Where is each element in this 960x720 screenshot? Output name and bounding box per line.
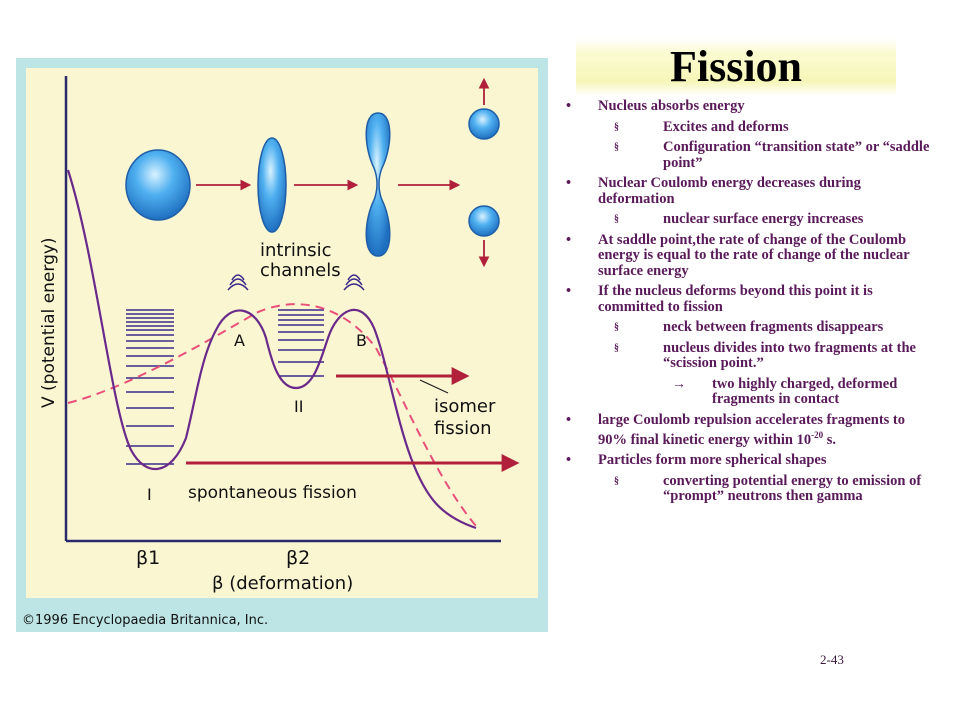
bullet-marker-icon: →	[672, 376, 686, 392]
energy-levels	[126, 309, 324, 465]
y-axis-label: V (potential energy)	[39, 237, 59, 408]
bullet-marker-icon: •	[566, 452, 572, 469]
bullet-level-2: § nuclear surface energy increases	[566, 211, 932, 228]
bullet-text: Nuclear Coulomb energy decreases during …	[598, 175, 861, 207]
well-i-label: I	[147, 485, 152, 504]
bullet-marker-icon: §	[614, 475, 619, 487]
fragment-bottom-icon	[468, 205, 500, 237]
dashed-energy-curve	[67, 303, 477, 527]
bullet-text: Nucleus absorbs energy	[598, 98, 745, 114]
bullet-marker-icon: •	[566, 98, 572, 114]
bullet-marker-icon: •	[566, 283, 572, 299]
bullet-text: nuclear surface energy increases	[663, 211, 864, 227]
spontaneous-fission-label: spontaneous fission	[188, 483, 357, 503]
fission-label: fission	[434, 418, 492, 439]
fission-barrier-figure: intrinsic channels A B II I isomer fissi…	[16, 58, 548, 632]
bullet-text: If the nucleus deforms beyond this point…	[598, 283, 873, 315]
bullet-text: two highly charged, deformed fragments i…	[712, 375, 898, 407]
bullet-suffix: s.	[823, 431, 836, 448]
bullet-level-2: § neck between fragments disappears	[566, 319, 932, 336]
isomer-pointer	[419, 379, 449, 394]
bullet-level-1: • Nuclear Coulomb energy decreases during…	[566, 175, 932, 207]
bullet-text: nucleus divides into two fragments at th…	[663, 339, 916, 371]
exponent: -20	[811, 430, 824, 440]
bullet-level-1: • At saddle point,the rate of change of t…	[566, 231, 932, 280]
bullet-level-1: • large Coulomb repulsion accelerates fra…	[566, 411, 932, 449]
axes	[64, 76, 501, 543]
bullet-marker-icon: §	[614, 214, 619, 225]
bullet-marker-icon: •	[566, 411, 572, 428]
bullet-level-1: • Particles form more spherical shapes	[566, 453, 932, 469]
bullet-text: converting potential energy to emission …	[663, 472, 922, 505]
barrier-b-label: B	[356, 331, 367, 350]
saddle-nucleus-icon	[365, 112, 391, 257]
well-ii-label: II	[294, 397, 303, 416]
bullet-text: At saddle point,the rate of change of th…	[598, 231, 910, 279]
bullet-marker-icon: §	[614, 121, 619, 133]
beta1-label: β1	[136, 547, 160, 569]
x-axis-label: β (deformation)	[212, 573, 353, 594]
title-highlight-band	[576, 38, 896, 96]
fission-arrows	[186, 367, 520, 472]
copyright-text: ©1996 Encyclopaedia Britannica, Inc.	[22, 613, 268, 628]
beta2-label: β2	[286, 547, 310, 569]
deformed-nucleus-icon	[257, 137, 287, 233]
bullet-text: Particles form more spherical shapes	[598, 452, 827, 469]
barrier-a-label: A	[234, 331, 245, 350]
bullet-text: neck between fragments disappears	[663, 319, 884, 335]
bullet-level-2: § Configuration “transition state” or “sa…	[566, 139, 932, 171]
wave-marks	[227, 274, 365, 291]
fragment-top-icon	[468, 108, 500, 140]
bullet-marker-icon: §	[614, 342, 619, 354]
bullet-list: • Nucleus absorbs energy § Excites and defo…	[566, 94, 932, 505]
intrinsic-label: intrinsic	[260, 240, 332, 261]
page-number: 2-43	[820, 652, 844, 667]
bullet-marker-icon: §	[614, 322, 619, 333]
bullet-text: Configuration “transition state” or “sad…	[663, 139, 930, 171]
bullet-text: Excites and deforms	[663, 118, 789, 135]
channels-label: channels	[260, 260, 341, 281]
nucleus-shapes	[125, 108, 500, 257]
bullet-level-2: § Excites and deforms	[566, 118, 932, 136]
bullet-marker-icon: •	[566, 231, 572, 248]
bullet-text: large Coulomb repulsion accelerates frag…	[598, 411, 905, 448]
bullet-marker-icon: §	[614, 142, 619, 153]
double-humped-barrier-curve	[66, 169, 477, 530]
bullet-level-2: § converting potential energy to emission…	[566, 472, 932, 505]
slide-title: Fission	[669, 42, 803, 91]
bullet-level-1: • If the nucleus deforms beyond this poin…	[566, 283, 932, 315]
bullet-level-3: → two highly charged, deformed fragments …	[566, 375, 932, 408]
bullet-level-1: • Nucleus absorbs energy	[566, 98, 932, 115]
isomer-label: isomer	[434, 396, 496, 417]
spherical-nucleus-icon	[125, 149, 191, 221]
shape-arrows	[196, 77, 490, 268]
bullet-level-2: § nucleus divides into two fragments at t…	[566, 339, 932, 372]
bullet-marker-icon: •	[566, 175, 572, 191]
